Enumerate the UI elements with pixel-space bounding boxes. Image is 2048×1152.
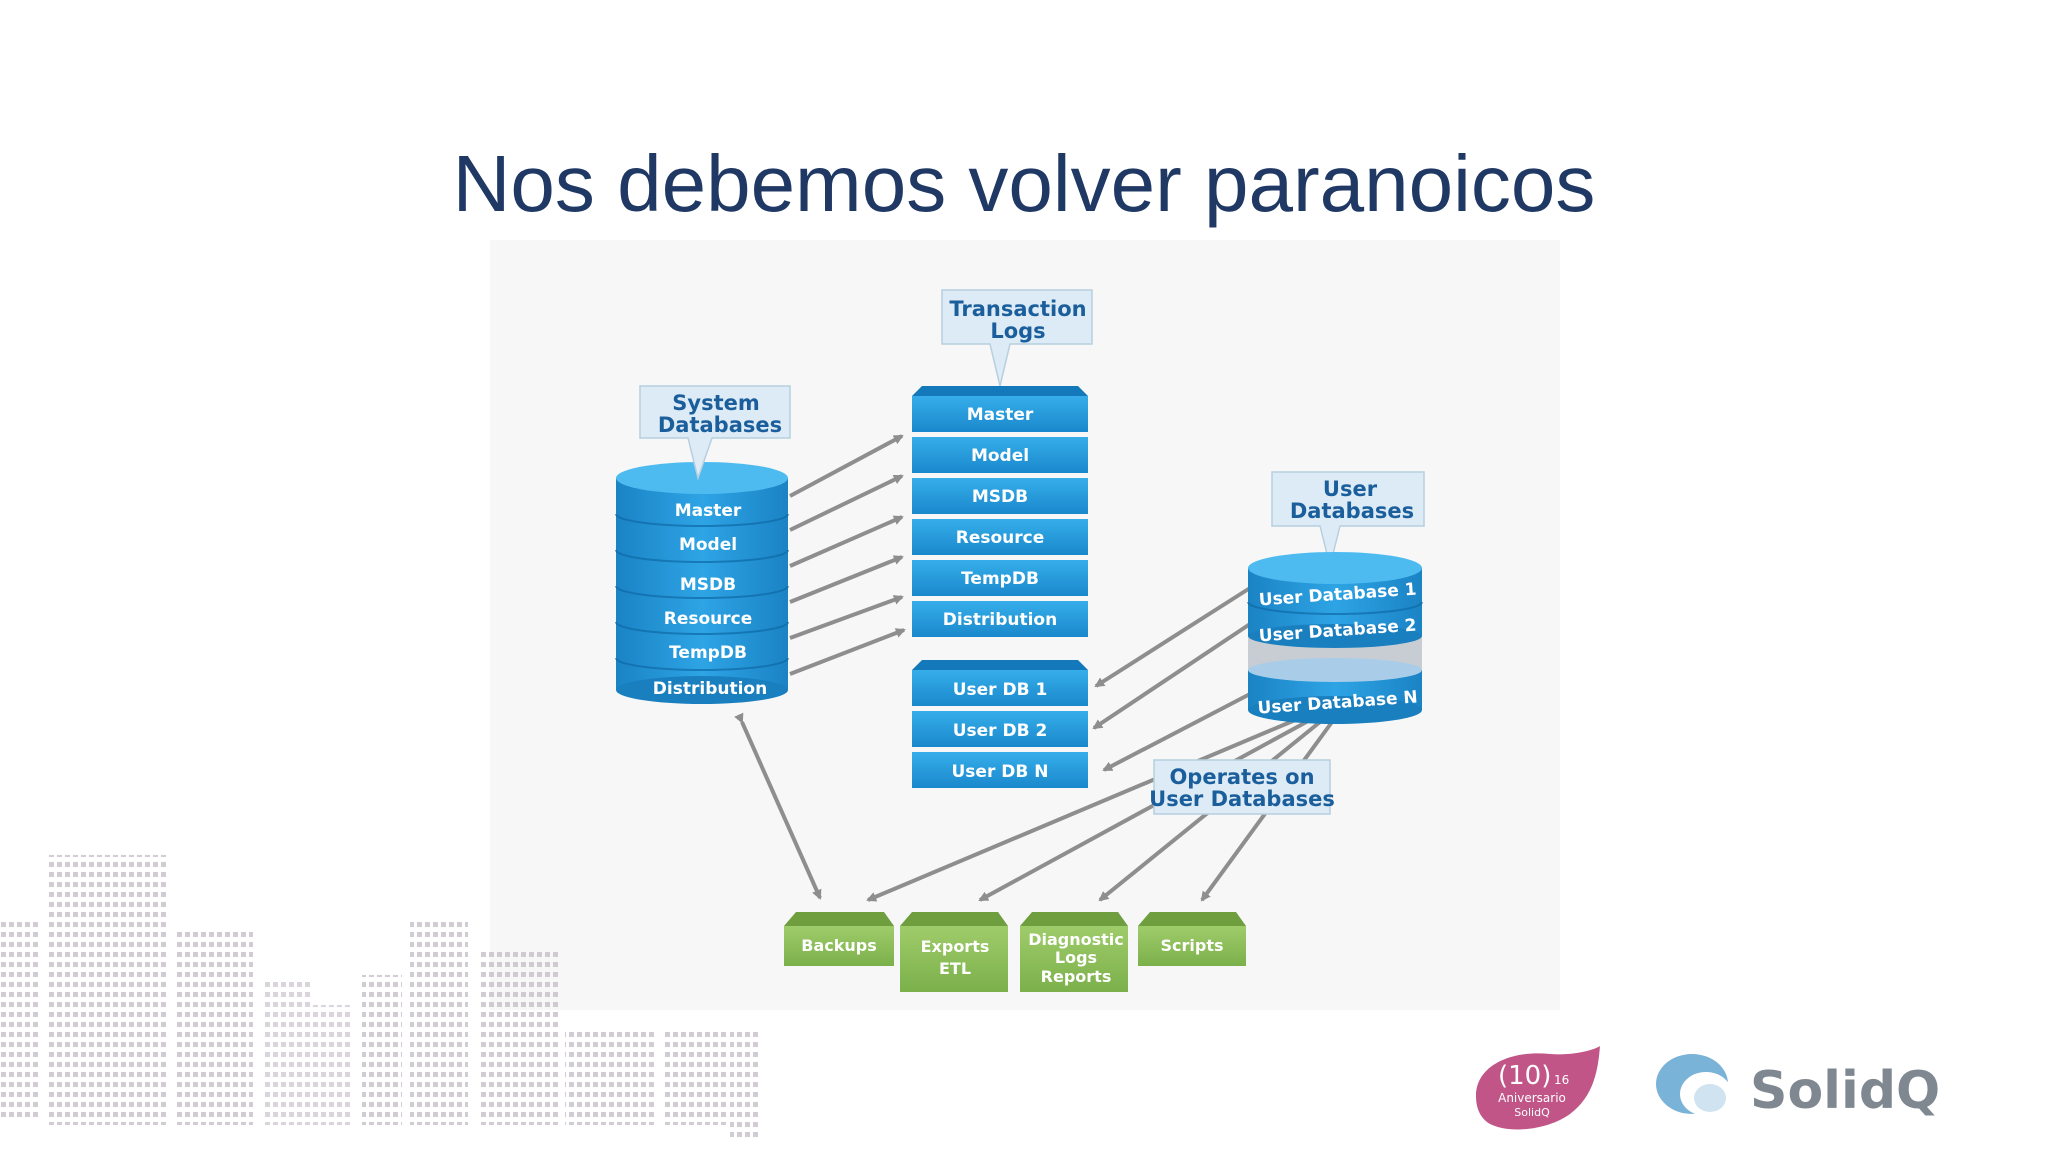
- svg-text:Reports: Reports: [1041, 967, 1112, 986]
- callout-operates-on: Operates on User Databases: [1149, 759, 1335, 815]
- log-model: Model: [971, 446, 1029, 466]
- svg-text:Logs: Logs: [1055, 948, 1097, 967]
- svg-text:SolidQ: SolidQ: [1750, 1061, 1940, 1121]
- user-database-cylinder: User Database 1 User Database 2 User Dat…: [1247, 552, 1423, 724]
- svg-text:ETL: ETL: [939, 959, 971, 978]
- output-backups: Backups: [784, 912, 894, 966]
- backups-double-arrow: [734, 712, 822, 900]
- system-db-distribution: Distribution: [653, 679, 767, 699]
- log-master: Master: [967, 405, 1034, 425]
- system-to-log-arrows: [789, 434, 906, 676]
- svg-text:Scripts: Scripts: [1160, 936, 1223, 955]
- svg-text:16: 16: [1554, 1073, 1569, 1087]
- slide-title: Nos debemos volver paranoicos: [452, 139, 1596, 228]
- system-database-cylinder: Master Model MSDB Resource TempDB Distri…: [615, 462, 789, 704]
- system-db-resource: Resource: [664, 609, 753, 629]
- output-scripts: Scripts: [1138, 912, 1246, 966]
- svg-text:Logs: Logs: [990, 319, 1045, 343]
- user-log-2: User DB 2: [953, 721, 1048, 741]
- svg-text:User: User: [1323, 477, 1378, 501]
- svg-text:Diagnostic: Diagnostic: [1028, 930, 1124, 949]
- transaction-log-stack: Master Model MSDB Resource TempDB Distri…: [912, 386, 1088, 637]
- svg-text:Transaction: Transaction: [949, 297, 1086, 321]
- user-log-n: User DB N: [952, 762, 1049, 782]
- svg-text:Operates on: Operates on: [1169, 765, 1314, 789]
- svg-text:SolidQ: SolidQ: [1514, 1106, 1550, 1119]
- solidq-logo: SolidQ: [1656, 1054, 1940, 1121]
- log-distribution: Distribution: [943, 610, 1057, 630]
- svg-text:Databases: Databases: [1290, 499, 1414, 523]
- callout-user-databases: User Databases: [1271, 471, 1425, 567]
- system-db-master: Master: [675, 501, 742, 521]
- log-resource: Resource: [956, 528, 1045, 548]
- output-exports: Exports ETL: [900, 912, 1008, 992]
- svg-text:User Databases: User Databases: [1149, 787, 1335, 811]
- system-db-msdb: MSDB: [680, 575, 736, 595]
- callout-system-databases: System Databases: [639, 385, 791, 481]
- anniversary-logo: (10) 16 Aniversario SolidQ: [1476, 1046, 1600, 1130]
- user-log-1: User DB 1: [953, 680, 1048, 700]
- log-msdb: MSDB: [972, 487, 1028, 507]
- city-skyline-illustration: [0, 855, 760, 1140]
- output-diagnostic: Diagnostic Logs Reports: [1020, 912, 1128, 992]
- user-log-stack: User DB 1 User DB 2 User DB N: [912, 660, 1088, 788]
- svg-text:Backups: Backups: [801, 936, 876, 955]
- svg-text:(10): (10): [1498, 1061, 1551, 1091]
- svg-text:Exports: Exports: [921, 937, 990, 956]
- svg-text:System: System: [672, 391, 759, 415]
- log-tempdb: TempDB: [961, 569, 1039, 589]
- system-db-model: Model: [679, 535, 737, 555]
- user-db-to-log-arrows: [1092, 586, 1252, 772]
- svg-text:Databases: Databases: [658, 413, 782, 437]
- callout-transaction-logs: Transaction Logs: [941, 289, 1093, 387]
- system-db-tempdb: TempDB: [669, 643, 747, 663]
- svg-text:Aniversario: Aniversario: [1498, 1091, 1566, 1105]
